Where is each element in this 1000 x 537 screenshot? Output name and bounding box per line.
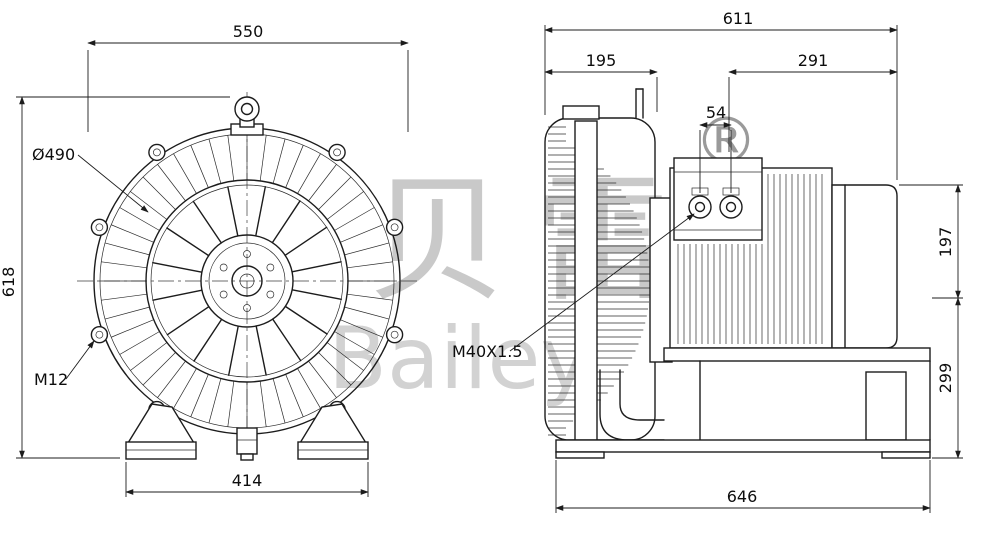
housing-fin-stack bbox=[548, 126, 650, 436]
cable-gland-right bbox=[719, 195, 743, 219]
structural-spokes bbox=[152, 186, 342, 376]
watermark-cjk-text: 贝雷 bbox=[368, 160, 701, 321]
hub-bolt-circles bbox=[219, 250, 275, 312]
front-view bbox=[77, 92, 417, 462]
side-view-dimensions: 611 195 291 54 197 299 bbox=[452, 9, 963, 513]
housing-clamp-band bbox=[574, 120, 598, 441]
front-view-dimensions: 550 618 Ø490 M12 414 bbox=[0, 22, 409, 497]
dim-side-overall-width: 611 bbox=[723, 9, 754, 28]
cable-gland-left bbox=[688, 195, 712, 219]
dim-gland-spacing: 54 bbox=[706, 103, 726, 122]
dim-housing-diameter: Ø490 bbox=[32, 145, 75, 164]
drain-port bbox=[236, 427, 258, 455]
label-mounting-bolt-size: M12 bbox=[34, 370, 68, 389]
dim-upper-height: 197 bbox=[936, 227, 955, 258]
dim-lower-height: 299 bbox=[936, 363, 955, 394]
housing-top-boss bbox=[562, 105, 600, 120]
dim-housing-width: 195 bbox=[586, 51, 617, 70]
label-cable-gland-thread: M40X1.5 bbox=[452, 342, 523, 361]
dim-base-width: 646 bbox=[727, 487, 758, 506]
housing-motor-flange bbox=[649, 197, 673, 363]
radial-cooling-fins bbox=[100, 134, 394, 428]
mounting-feet bbox=[125, 403, 369, 461]
dim-motor-section-width: 291 bbox=[798, 51, 829, 70]
dim-feet-span: 414 bbox=[232, 471, 263, 490]
terminal-box bbox=[673, 157, 763, 241]
eyebolt-side bbox=[635, 88, 644, 119]
base-frame bbox=[555, 347, 931, 459]
dim-front-overall-height: 618 bbox=[0, 267, 18, 298]
eyebolt bbox=[230, 96, 264, 136]
shaft-hub bbox=[231, 265, 263, 297]
motor-cooling-fins bbox=[677, 174, 823, 344]
side-view bbox=[544, 88, 931, 459]
fan-cover bbox=[831, 184, 898, 349]
dim-front-overall-width: 550 bbox=[233, 22, 264, 41]
